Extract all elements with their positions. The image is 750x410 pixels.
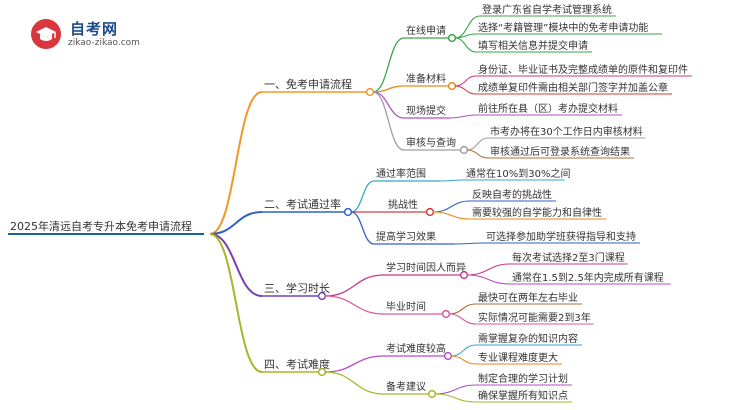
sub-connector	[324, 355, 385, 373]
leaf-label: 成绩单复印件需由相关部门签字并加盖公章	[478, 81, 668, 94]
sub-node-label: 学习时间因人而异	[386, 261, 466, 274]
sub-node-dot	[447, 33, 457, 43]
brand-name: 自考网	[70, 20, 119, 38]
leaf-connector	[450, 355, 477, 365]
branch-label: 一、免考申请流程	[264, 77, 352, 91]
leaf-label: 填写相关信息并提交申请	[478, 39, 588, 52]
sub-connector	[324, 371, 385, 395]
leaf-label: 身份证、毕业证书及完整成绩单的原件和复印件	[478, 63, 688, 76]
sub-connector	[350, 180, 375, 213]
sub-connector	[372, 91, 405, 119]
leaf-connector	[434, 384, 477, 395]
branch-connector	[209, 233, 263, 373]
site-logo[interactable]: 自考网 zikao-zikao.com	[30, 14, 160, 54]
branch-node-dot	[365, 87, 375, 97]
leaf-label: 需掌握复杂的知识内容	[478, 332, 578, 345]
leaf-label: 通常在10%到30%之间	[466, 167, 570, 180]
leaf-connector	[454, 37, 477, 53]
leaf-connector	[466, 263, 511, 276]
sub-node-dot	[441, 309, 451, 319]
branch-connector	[209, 91, 263, 235]
sub-node-label: 在线申请	[406, 24, 446, 37]
leaf-label: 反映自考的挑战性	[472, 188, 552, 201]
leaf-connector	[434, 393, 477, 403]
graduation-cap-icon	[31, 19, 61, 49]
leaf-label: 前往所在县（区）考办提交材料	[478, 102, 618, 115]
branch-connector	[209, 211, 263, 235]
leaf-label: 制定合理的学习计划	[478, 372, 568, 385]
sub-node-dot	[459, 270, 469, 280]
sub-node-label: 准备材料	[406, 72, 446, 85]
leaf-label: 最快可在两年左右毕业	[478, 291, 578, 304]
leaf-connector	[453, 242, 485, 245]
sub-connector	[372, 85, 405, 93]
leaf-label: 通常在1.5到2.5年内完成所有课程	[512, 271, 664, 284]
leaf-label: 每次考试选择2至3门课程	[512, 251, 625, 264]
leaf-connector	[454, 75, 477, 87]
sub-connector	[324, 274, 385, 297]
branch-node-dot	[317, 291, 327, 301]
leaf-connector	[454, 15, 481, 39]
leaf-label: 市考办将在30个工作日内审核材料	[490, 125, 643, 138]
branch-connector	[209, 233, 263, 297]
branch-label: 二、考试通过率	[264, 197, 341, 211]
sub-node-label: 通过率范围	[376, 167, 426, 180]
sub-node-label: 挑战性	[388, 198, 418, 211]
branch-node-dot	[343, 207, 353, 217]
sub-node-label: 备考建议	[386, 380, 426, 393]
leaf-connector	[432, 211, 471, 220]
branch-node-dot	[317, 367, 327, 377]
branch-label: 三、学习时长	[264, 281, 330, 295]
leaf-label: 可选择参加助学班获得指导和支持	[486, 230, 636, 243]
sub-node-label: 现场提交	[406, 104, 446, 117]
leaf-label: 专业课程难度更大	[478, 351, 558, 364]
sub-node-label: 毕业时间	[386, 300, 426, 313]
sub-node-label: 提高学习效果	[376, 230, 436, 243]
leaf-label: 审核通过后可登录系统查询结果	[490, 145, 630, 158]
sub-node-label: 审核与查询	[406, 136, 456, 149]
leaf-connector	[466, 274, 511, 285]
brand-url: zikao-zikao.com	[68, 38, 140, 48]
leaf-label: 实际情况可能需要2到3年	[478, 311, 591, 324]
leaf-connector	[432, 200, 471, 213]
leaf-label: 需要较强的自学能力和自律性	[472, 206, 602, 219]
leaf-connector	[439, 179, 465, 182]
sub-node-dot	[443, 351, 453, 361]
sub-connector	[372, 37, 405, 93]
sub-connector	[324, 295, 385, 315]
leaf-label: 登录广东省自学考试管理系统	[482, 3, 612, 16]
sub-node-dot	[447, 81, 457, 91]
leaf-connector	[454, 85, 477, 95]
sub-connector	[372, 91, 405, 151]
leaf-label: 选择“考籍管理”模块中的免考申请功能	[478, 21, 648, 34]
leaf-connector	[466, 137, 489, 151]
sub-node-dot	[427, 389, 437, 399]
leaf-connector	[448, 303, 477, 315]
leaf-connector	[448, 313, 477, 325]
leaf-connector	[449, 114, 477, 119]
leaf-label: 确保掌握所有知识点	[478, 389, 568, 402]
sub-connector	[350, 211, 375, 245]
root-node-label: 2025年清远自考专升本免考申请流程	[10, 219, 192, 233]
branch-label: 四、考试难度	[264, 357, 330, 371]
leaf-connector	[450, 344, 477, 357]
leaf-connector	[454, 33, 477, 39]
sub-node-label: 考试难度较高	[386, 342, 446, 355]
sub-node-dot	[459, 145, 469, 155]
leaf-connector	[466, 149, 489, 159]
sub-node-dot	[425, 207, 435, 217]
